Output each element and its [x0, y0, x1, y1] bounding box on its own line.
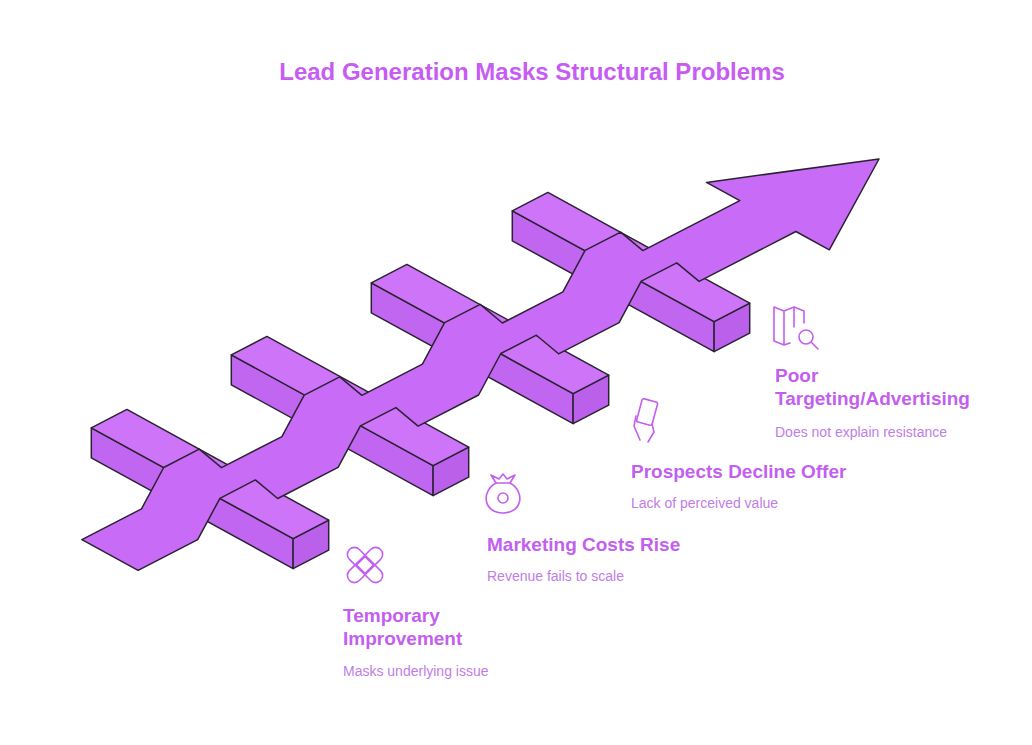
step-heading: Poor Targeting/Advertising — [775, 364, 1000, 410]
step-heading: Temporary Improvement — [343, 604, 493, 650]
step-note: Revenue fails to scale — [487, 567, 624, 585]
map-search-icon — [774, 307, 818, 349]
bandage-icon — [344, 544, 385, 585]
weaving-arrow — [82, 159, 879, 570]
step-note: Lack of perceived value — [631, 494, 778, 512]
step-note: Masks underlying issue — [343, 662, 489, 680]
step-heading: Marketing Costs Rise — [487, 533, 727, 556]
step-note: Does not explain resistance — [775, 423, 947, 441]
money-bag-icon — [486, 474, 520, 513]
diagram-title: Lead Generation Masks Structural Problem… — [232, 58, 832, 86]
hand-phone-icon — [634, 398, 658, 442]
step-heading: Prospects Decline Offer — [631, 460, 891, 483]
